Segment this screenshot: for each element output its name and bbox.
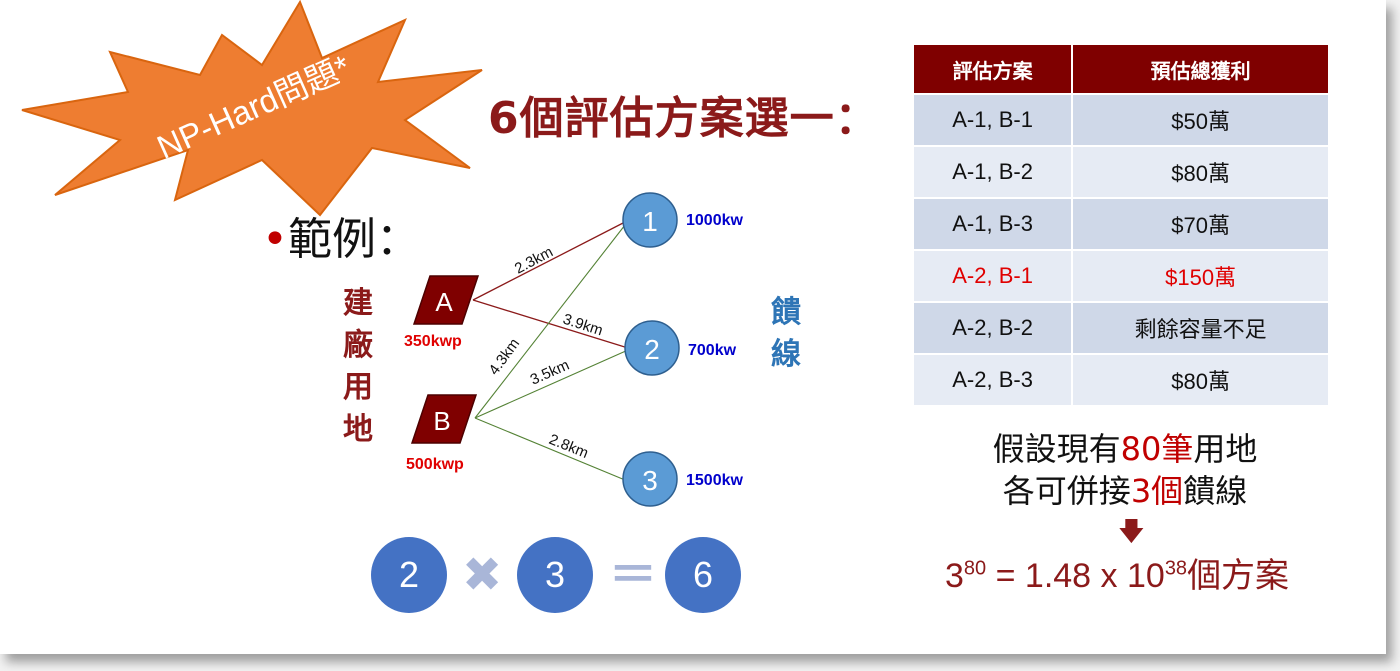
result-base: 3 [945, 557, 964, 595]
assumption-line-1: 假設現有80筆用地 [940, 428, 1310, 470]
assumption-text-part: 假設現有 [992, 430, 1121, 468]
example-heading: •範例： [262, 203, 420, 267]
table-row: A-1, B-3 $70萬 [914, 199, 1328, 249]
site-label-char: 建 [343, 286, 373, 321]
network-diagram: 2.3km 3.9km 4.3km 3.5km 2.8km A 350kwp B… [404, 192, 743, 507]
table-row: A-2, B-3 $80萬 [914, 355, 1328, 405]
bullet: • [262, 214, 288, 265]
edge-a-1 [472, 221, 626, 301]
site-node-a [412, 275, 480, 325]
result-exponent: 80 [963, 557, 987, 580]
edge-label-a-1: 2.3km [512, 243, 556, 277]
cell-profit: $70萬 [1073, 199, 1328, 249]
cell-profit: 剩餘容量不足 [1073, 303, 1328, 353]
cell-profit: $50萬 [1073, 95, 1328, 145]
cell-plan: A-1, B-1 [914, 95, 1072, 145]
cell-profit: $80萬 [1073, 355, 1328, 405]
feeder-label: 饋 線 [766, 292, 806, 376]
assumption-text: 假設現有80筆用地 各可併接3個饋線 [940, 428, 1310, 512]
table-row: A-2, B-2 剩餘容量不足 [914, 303, 1328, 353]
site-label-char: 廠 [343, 328, 373, 363]
site-node-b [410, 394, 478, 444]
feeder-1-capacity: 1000kw [686, 212, 743, 229]
down-arrow-icon: 🡇 [1118, 517, 1145, 547]
edge-label-b-2: 3.5km [528, 357, 572, 389]
starburst-shape [21, 0, 483, 217]
assumption-text-part: 各可併接 [1002, 472, 1131, 510]
multiply-icon: ✖ [462, 547, 503, 603]
assumption-line-2: 各可併接3個饋線 [940, 470, 1310, 512]
result-exponent-2: 38 [1164, 557, 1188, 580]
header-profit: 預估總獲利 [1073, 45, 1328, 93]
edge-label-a-2: 3.9km [561, 311, 605, 340]
plan-table: 評估方案 預估總獲利 A-1, B-1 $50萬 A-1, B-2 $80萬 A… [912, 43, 1330, 407]
result-middle: = 1.48 x 10 [986, 557, 1165, 595]
feeder-3-capacity: 1500kw [686, 472, 743, 489]
equation-result: 6 [665, 537, 741, 613]
edge-b-2 [474, 349, 629, 419]
edge-label-b-1: 4.3km [485, 335, 523, 378]
feeder-node-1-label: 1 [642, 206, 658, 237]
equation-operand-a: 2 [371, 537, 447, 613]
feeder-node-2 [624, 320, 680, 376]
feeder-node-2-label: 2 [644, 334, 660, 365]
equation-operand-b: 3 [517, 537, 593, 613]
table-row: A-1, B-2 $80萬 [914, 147, 1328, 197]
feeder-2-capacity: 700kw [688, 342, 737, 359]
assumption-text-part: 饋線 [1183, 472, 1248, 510]
feeder-node-3-label: 3 [642, 465, 658, 496]
slide: NP-Hard問題* 6個評估方案選一： •範例： 建 廠 用 地 饋 線 2.… [0, 0, 1386, 654]
site-label-char: 地 [343, 412, 373, 447]
result-tail: 個方案 [1187, 557, 1290, 595]
page-title: 6個評估方案選一： [488, 93, 880, 144]
site-a-capacity: 350kwp [404, 333, 462, 350]
feeder-label-char: 線 [771, 337, 801, 372]
cell-plan: A-2, B-3 [914, 355, 1072, 405]
edge-b-3 [474, 417, 626, 481]
edge-label-b-3: 2.8km [547, 431, 591, 462]
site-node-a-label: A [435, 287, 453, 317]
table-row: A-1, B-1 $50萬 [914, 95, 1328, 145]
edge-a-2 [472, 299, 629, 349]
example-label: 範例： [287, 214, 420, 265]
cell-plan: A-1, B-3 [914, 199, 1072, 249]
site-b-capacity: 500kwp [406, 456, 464, 473]
assumption-text-part: 用地 [1193, 430, 1258, 468]
feeder-label-char: 饋 [771, 295, 801, 330]
feeder-node-3 [622, 451, 678, 507]
result-formula: 380 = 1.48 x 1038個方案 [945, 548, 1289, 597]
site-label-char: 用 [343, 370, 373, 405]
assumption-highlight: 80筆 [1120, 430, 1194, 468]
header-plan: 評估方案 [914, 45, 1072, 93]
table-row-highlighted: A-2, B-1 $150萬 [914, 251, 1328, 301]
edge-b-1 [474, 224, 626, 419]
site-node-b-label: B [433, 406, 450, 436]
cell-profit: $150萬 [1073, 251, 1328, 301]
cell-plan: A-2, B-2 [914, 303, 1072, 353]
cell-plan: A-2, B-1 [914, 251, 1072, 301]
cell-profit: $80萬 [1073, 147, 1328, 197]
cell-plan: A-1, B-2 [914, 147, 1072, 197]
np-hard-badge: NP-Hard問題* [21, 0, 483, 217]
table-header-row: 評估方案 預估總獲利 [914, 45, 1328, 93]
site-label: 建 廠 用 地 [338, 283, 378, 451]
assumption-highlight: 3個 [1130, 472, 1184, 510]
feeder-node-1 [622, 192, 678, 248]
equals-icon: ＝ [609, 547, 658, 603]
